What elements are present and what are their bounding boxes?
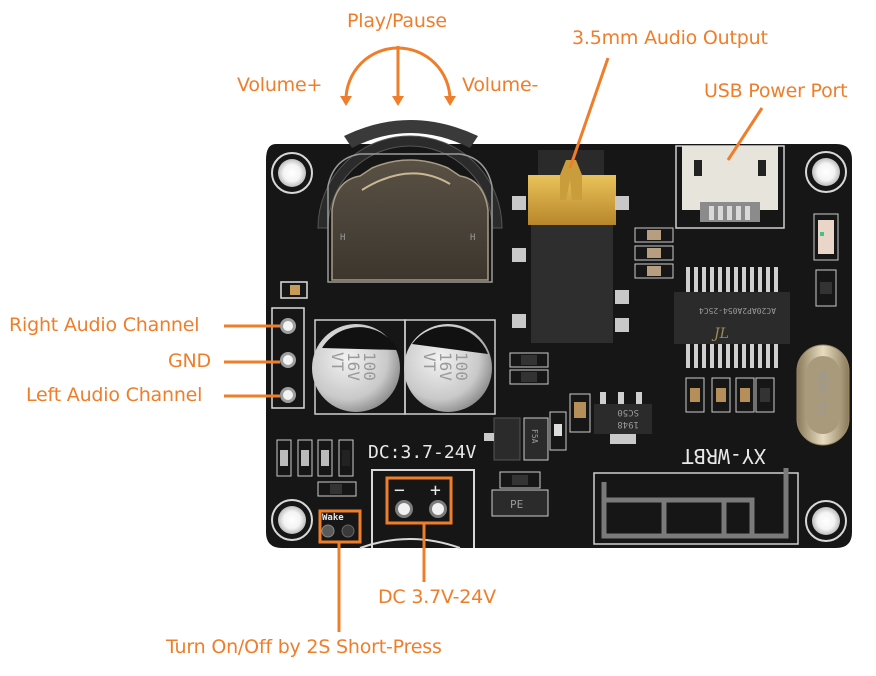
svg-text:VT: VT — [420, 352, 439, 372]
label-gnd: GND — [168, 350, 211, 372]
electrolytic-capacitor-2: 100 16V VT — [404, 319, 496, 415]
label-usb-power: USB Power Port — [704, 80, 848, 102]
arrow-head-volume-up — [340, 96, 352, 106]
smd-transistor: F5A — [484, 411, 567, 461]
label-volume-up: Volume+ — [237, 74, 323, 96]
smd-resistor — [569, 393, 591, 433]
svg-text:AC20AP2A054-25C4: AC20AP2A054-25C4 — [699, 306, 776, 315]
label-volume-down: Volume- — [462, 74, 539, 96]
mounting-hole-bottom-left — [271, 499, 313, 541]
smd-row — [685, 377, 775, 413]
svg-text:JL: JL — [711, 326, 729, 342]
electrolytic-capacitor-1: 100 16V VT — [312, 319, 406, 415]
svg-text:24.000: 24.000 — [817, 370, 832, 417]
pe-component: PE — [491, 471, 549, 517]
dc-terminal-outline — [371, 469, 475, 548]
arrow-head-play — [392, 96, 404, 106]
smd-resistor — [815, 269, 837, 307]
audio-header-outline — [271, 307, 305, 409]
plus-silkscreen: + — [430, 480, 441, 501]
label-left-channel: Left Audio Channel — [26, 384, 203, 406]
audio-output-leader — [568, 57, 610, 169]
status-led — [813, 213, 839, 261]
svg-text:VT: VT — [328, 352, 347, 372]
arrow-head-volume-down — [444, 96, 456, 106]
smd-resistor-pair — [509, 352, 549, 385]
smd-resistor-cluster — [276, 439, 357, 497]
svg-text:H: H — [340, 233, 345, 243]
svg-text:16V: 16V — [436, 352, 455, 381]
crystal-oscillator: 24.000 — [796, 344, 850, 446]
label-dc-input: DC 3.7V-24V — [378, 586, 496, 608]
label-audio-output: 3.5mm Audio Output — [572, 27, 768, 49]
audio-jack-3.5mm[interactable] — [512, 150, 629, 343]
voltage-regulator: 1948 SC50 — [594, 392, 652, 444]
svg-text:100: 100 — [360, 352, 379, 381]
dc-terminal-highlight — [385, 476, 453, 525]
bluetooth-audio-chip: AC20AP2A054-25C4 JL — [674, 267, 790, 368]
pcb-antenna — [593, 468, 799, 545]
volume-arc — [344, 46, 452, 101]
smd-resistor — [280, 281, 308, 299]
mounting-hole-bottom-right — [805, 500, 847, 542]
svg-text:100: 100 — [452, 352, 471, 381]
wake-pad-2[interactable] — [341, 524, 355, 538]
wake-highlight — [318, 509, 362, 544]
svg-text:F5A: F5A — [530, 429, 539, 444]
svg-text:16V: 16V — [344, 352, 363, 381]
dc-silkscreen: DC:3.7-24V — [368, 442, 477, 463]
mounting-hole-top-left — [271, 152, 313, 194]
rotary-encoder: H H — [317, 120, 503, 283]
annotation-lines — [224, 46, 764, 632]
header-pin-gnd[interactable] — [280, 352, 296, 368]
svg-text:1948: 1948 — [617, 419, 639, 429]
minus-silkscreen: − — [394, 480, 405, 501]
mounting-hole-top-right — [805, 151, 847, 193]
label-right-channel: Right Audio Channel — [9, 314, 200, 336]
wake-pad-1[interactable] — [321, 524, 335, 538]
svg-text:PE: PE — [510, 498, 523, 511]
model-silkscreen: XY-WRBT — [682, 444, 766, 468]
usb-leader — [726, 107, 764, 161]
label-power-switch: Turn On/Off by 2S Short-Press — [166, 636, 442, 658]
header-pin-left[interactable] — [280, 387, 296, 403]
smd-capacitor-array — [634, 227, 674, 279]
svg-text:H: H — [470, 233, 475, 243]
label-play-pause: Play/Pause — [347, 10, 447, 32]
wake-silkscreen: Wake — [322, 513, 344, 523]
header-pin-right[interactable] — [280, 318, 296, 334]
dc-pad-positive[interactable] — [429, 500, 447, 518]
dc-pad-negative[interactable] — [395, 500, 413, 518]
svg-text:SC50: SC50 — [617, 407, 639, 417]
